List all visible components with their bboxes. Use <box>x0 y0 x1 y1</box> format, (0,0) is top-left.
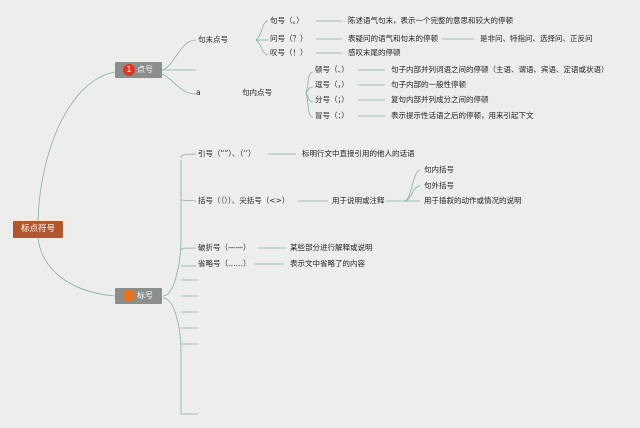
node-quotation-marks[interactable]: 引号（“”）、（‘’） <box>198 149 256 158</box>
desc-question-types: 是非问、特指问、选择问、正反问 <box>480 34 593 43</box>
desc-comma: 句子内部的一般性停顿 <box>391 80 466 89</box>
desc-quotation-marks: 标明行文中直接引用的他人的话语 <box>302 149 415 158</box>
node-sentence-inner[interactable]: 句内点号 <box>242 88 272 97</box>
desc-period: 陈述语气句末，表示一个完整的意思和较大的停顿 <box>348 16 513 25</box>
desc-colon: 表示提示性话语之后的停顿，用来引起下文 <box>391 111 534 120</box>
desc-enumeration-comma: 句子内部并列词语之间的停顿（主语、谓语、宾语、定语或状语） <box>391 65 609 74</box>
node-brackets[interactable]: 括号（（））、尖括号（<>） <box>198 196 290 205</box>
node-outer-bracket[interactable]: 句外括号 <box>424 181 454 190</box>
node-exclamation-mark[interactable]: 叹号（！） <box>270 48 308 57</box>
node-ellipsis[interactable]: 省略号（……） <box>198 259 251 268</box>
branch-punctuation-points[interactable]: 1 点号 <box>115 62 162 78</box>
node-dash[interactable]: 破折号（——） <box>198 243 251 252</box>
marker-a: a <box>196 88 201 97</box>
node-enumeration-comma[interactable]: 顿号（、） <box>315 65 349 74</box>
desc-ellipsis: 表示文中省略了的内容 <box>290 259 365 268</box>
branch-punctuation-marks[interactable]: 标号 <box>115 288 162 304</box>
node-inner-bracket[interactable]: 句内括号 <box>424 165 454 174</box>
branch-label: 点号 <box>137 65 153 74</box>
number-badge: 1 <box>123 64 135 76</box>
number-badge <box>123 290 135 302</box>
desc-brackets: 用于说明或注释 <box>332 196 385 205</box>
node-semicolon[interactable]: 分号（；） <box>315 95 349 104</box>
node-comma[interactable]: 逗号（，） <box>315 80 349 89</box>
node-interjection-note[interactable]: 用于插叙的动作或情况的说明 <box>424 196 522 205</box>
node-question-mark[interactable]: 问号（？） <box>270 34 308 43</box>
desc-question-mark: 表疑问的语气和句末的停顿 <box>348 34 438 43</box>
root-node[interactable]: 标点符号 <box>13 221 63 238</box>
desc-dash: 某些部分进行解释或说明 <box>290 243 373 252</box>
desc-semicolon: 复句内部并列成分之间的停顿 <box>391 95 489 104</box>
desc-exclamation-mark: 感叹末尾的停顿 <box>348 48 401 57</box>
node-period[interactable]: 句号（。） <box>270 16 304 25</box>
branch-label: 标号 <box>137 291 153 300</box>
node-sentence-end[interactable]: 句末点号 <box>198 35 228 44</box>
node-colon[interactable]: 冒号（：） <box>315 111 349 120</box>
